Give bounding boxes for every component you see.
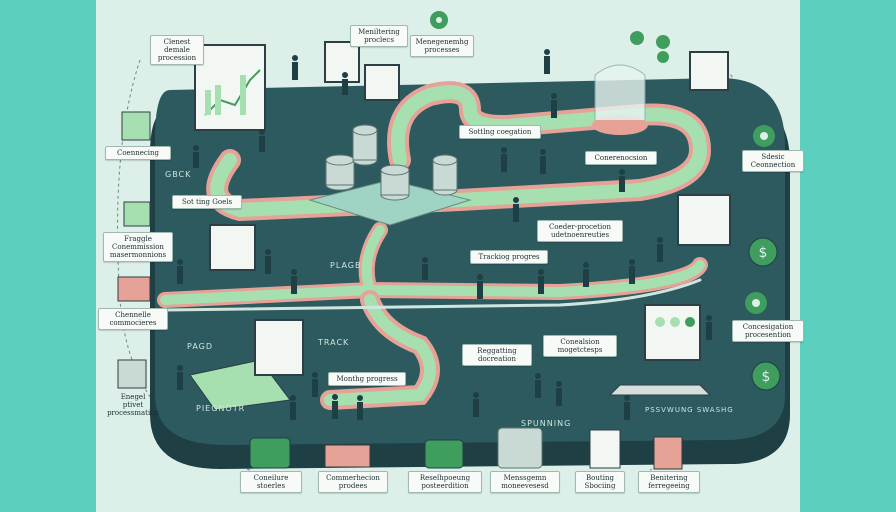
label-left-bottom: Enegel ptivet processmation [107,393,159,417]
label-left-frage: Fraggle Conemmission masermonnions [103,232,173,262]
label-regatting: Reggatting docreation [462,344,532,366]
label-left-checkle: Chennelle commocieres [98,308,168,330]
label-track: TRACK [318,338,350,347]
dollar-coin-icon: $ [748,237,778,267]
whiteboard-top-2 [364,64,400,101]
svg-text:$: $ [762,369,771,385]
label-setting-goals: Sot ting Goels [172,195,242,209]
label-piegnotr: PIEGNOTR [196,404,246,413]
label-bottom-5: Bouting Sbociing [575,471,625,493]
label-setting-center: Sottlng coegation [459,125,541,139]
label-bottom-1: Coneilure stoerles [240,471,302,493]
label-right-concest: Concesigation procesention [732,320,804,342]
label-conection-mager: Conealsion mogetctesps [543,335,617,357]
gear-icon-2 [745,292,767,314]
location-pin-icon [630,31,670,63]
whiteboard-left [209,224,256,271]
coin-stack-icon-grey [497,427,543,469]
label-bottom-3: Reselhpoeung posteerdition [408,471,482,493]
label-spunning: SPUNNING [521,419,572,428]
label-tracking-progress: Trackiog progres [470,250,548,264]
people [177,49,712,420]
label-left-gack: GBCK [165,170,192,179]
label-conversion: Conerenocsion [585,151,657,165]
label-bottom-2: Commerhecion prodees [318,471,388,493]
label-top-mid2: Menegenemhg processes [410,35,474,57]
svg-text:$: $ [759,245,768,261]
gear-icon [753,125,775,147]
label-left-connecting: Coennecing [105,146,171,160]
label-top-left: Clenest demale procession [150,35,204,65]
settings-icon [430,11,448,29]
dashboard-screen-top-left [194,44,266,131]
label-pagd: PAGD [187,342,214,351]
documents-icon-left [117,276,151,302]
monitor-right [677,194,731,246]
dollar-coin-icon-2: $ [751,361,781,391]
money-folder-icon [121,111,151,141]
whiteboard-top [324,41,360,83]
bar-chart-icon [653,436,683,470]
label-right-sdesic: Sdesic Ceonnection [742,150,804,172]
coin-stack-icon [249,437,464,469]
documents-icon [324,444,371,468]
label-monthing: Monthg progress [328,372,406,386]
label-center-coeder: Coeder-procetion udetnoenreuties [537,220,623,242]
clipboard-icon [589,429,621,469]
label-bottom-6: Benitering ferregeeing [638,471,700,493]
label-pssquung: PSSVWUNG SWASHG [645,406,734,414]
coin-tower-platform [308,124,472,226]
chart-board-right [689,51,729,91]
chat-icon [123,201,151,227]
label-bottom-4: Menssgemn moneevesesd [490,471,560,493]
label-top-mid1: Meniltering proclecs [350,25,408,47]
coin-box-icon [117,359,147,389]
glass-dome [592,64,648,135]
label-plage: PLAGB [330,261,362,270]
tablet-left [189,319,304,411]
laptop-icon [608,304,712,396]
